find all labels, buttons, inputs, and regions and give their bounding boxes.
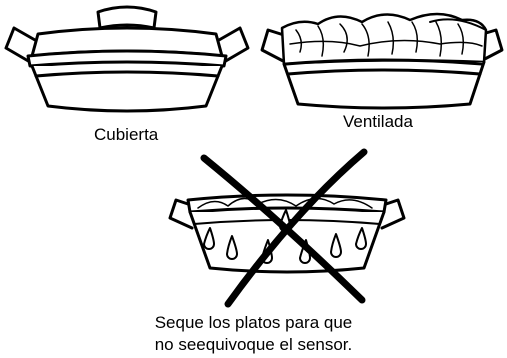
covered-label: Cubierta	[94, 125, 159, 144]
dry-dishes-caption: Seque los platos para que no seequivoque…	[0, 312, 507, 356]
vented-label: Ventilada	[343, 112, 413, 131]
prohibited-x-mark	[200, 148, 368, 308]
caption-line-1: Seque los platos para que	[154, 313, 353, 332]
caption-line-2: no seequivoque el sensor.	[154, 335, 353, 354]
covered-dish-illustration	[4, 5, 250, 113]
vented-dish-illustration	[260, 12, 504, 110]
